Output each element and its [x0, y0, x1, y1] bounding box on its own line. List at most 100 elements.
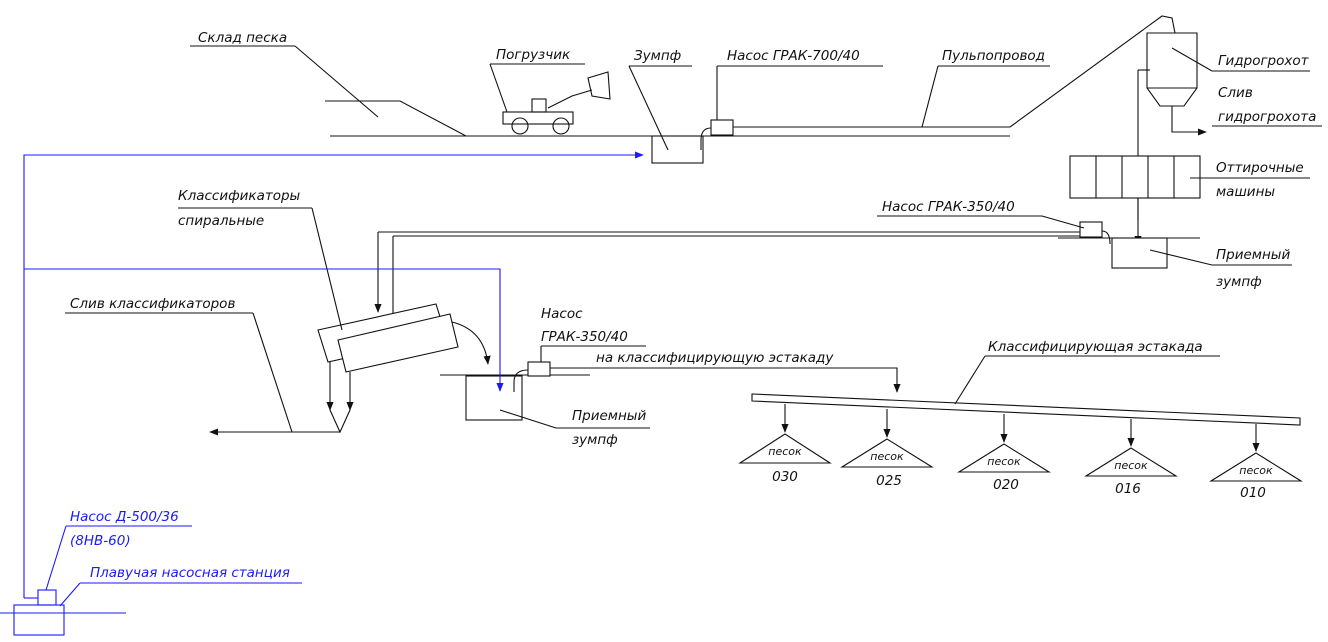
loader: Погрузчик	[489, 47, 611, 135]
leader-line	[294, 45, 379, 118]
pile-grade: 030	[772, 469, 798, 485]
pump-box	[710, 119, 734, 136]
classifying-trestle: Классифицирующая эстакада	[751, 339, 1301, 426]
leader-line	[45, 525, 67, 591]
pipe-riser	[1009, 15, 1176, 128]
pump-box	[1079, 221, 1103, 238]
label-nasos-mid-1: Насос	[541, 306, 583, 322]
classifier-2	[337, 313, 459, 373]
label-na-estakadu: на классифицирующую эстакаду	[596, 350, 834, 366]
label-nasos-mid-2: ГРАК-350/40	[541, 329, 628, 345]
slurry-pipeline: Пульпопровод	[733, 15, 1176, 128]
pile-word: песок	[768, 445, 802, 458]
pump-suction	[1101, 230, 1111, 245]
sand-pile: песок 010	[1209, 424, 1303, 501]
pump-box	[527, 361, 551, 377]
sump-box	[1111, 237, 1168, 269]
leader-line	[1041, 215, 1085, 229]
pile-word: песок	[987, 455, 1021, 468]
label-sliv-gidrogrohota-2: гидрогрохота	[1218, 109, 1316, 125]
pile-word: песок	[1239, 464, 1273, 477]
pump-suction	[700, 127, 712, 150]
label-zumpf-top: Зумпф	[634, 48, 681, 64]
label-sliv-klassifikatorov: Слив классификаторов	[70, 296, 235, 312]
pile-triangle	[840, 438, 934, 468]
sand-pile: песок 020	[957, 414, 1051, 493]
label-sklad-peska: Склад песка	[198, 30, 287, 46]
leader-line	[954, 355, 986, 405]
pile-grade: 025	[876, 473, 902, 489]
label-klassifikatory-1: Классификаторы	[178, 188, 301, 204]
pile-triangle	[957, 443, 1051, 473]
pump-grak-350-middle: Насос ГРАК-350/40 на классифицирующую эс…	[513, 306, 901, 393]
loader-arm	[547, 89, 593, 109]
label-plavuchaya: Плавучая насосная станция	[90, 565, 290, 581]
pile-word: песок	[870, 450, 904, 463]
loader-bucket	[587, 71, 611, 100]
floating-pump-station: Насос Д-500/36 (8НВ-60) Плавучая насосна…	[0, 509, 302, 636]
discharge-arrow	[451, 321, 491, 365]
label-priemny-zumpf-right-1: Приемный	[1216, 247, 1290, 263]
pile-triangle	[738, 433, 832, 464]
label-pogruzchik: Погрузчик	[496, 47, 571, 63]
trestle-chute	[751, 393, 1301, 426]
hydroscreen: Гидрогрохот Слив гидрогрохота	[1137, 32, 1322, 220]
sump-middle: Приемный зумпф	[440, 374, 650, 448]
label-gidrogrohot: Гидрогрохот	[1218, 53, 1310, 69]
label-ottirochnye-2: машины	[1216, 184, 1275, 200]
water-supply-lines	[23, 151, 644, 598]
sump-box	[465, 375, 523, 421]
label-ottirochnye-1: Оттирочные	[1216, 160, 1304, 176]
loader-wheel-rear	[552, 117, 570, 135]
leader-line	[1171, 47, 1213, 72]
leader-line	[252, 312, 293, 433]
pump-d500-box	[37, 589, 57, 606]
label-pulpoprovod: Пульпопровод	[942, 48, 1045, 64]
attrition-machines: Оттирочные машины	[1069, 155, 1310, 245]
loader-cab	[531, 98, 547, 113]
pump-grak-700: Насос ГРАК-700/40	[700, 48, 883, 150]
label-nasos-d500-2: (8НВ-60)	[70, 533, 131, 549]
label-priemny-zumpf-mid-1: Приемный	[572, 408, 646, 424]
overflow-arrow	[1171, 106, 1207, 136]
pile-triangle	[1084, 447, 1178, 477]
leader-line	[499, 409, 557, 429]
leader-line	[921, 65, 939, 128]
pipe-to-classifiers	[374, 231, 1080, 325]
water-line-to-top-sump	[23, 151, 644, 598]
sand-pile: песок 016	[1084, 419, 1178, 497]
sand-piles: песок 030 песок 025 песок 020 песок 016 …	[738, 404, 1303, 501]
label-priemny-zumpf-mid-2: зумпф	[572, 432, 618, 448]
sump-right: Приемный зумпф	[1058, 237, 1292, 290]
label-klassifikatory-2: спиральные	[178, 213, 264, 229]
label-estakada: Классифицирующая эстакада	[988, 339, 1203, 355]
pump-suction	[513, 369, 529, 392]
leader-line	[1149, 249, 1213, 266]
pile-triangle	[1209, 452, 1303, 482]
pile-grade: 016	[1115, 481, 1141, 497]
label-priemny-zumpf-right-2: зумпф	[1216, 274, 1262, 290]
label-nasos-grak-700: Насос ГРАК-700/40	[727, 48, 860, 64]
sand-pile: песок 030	[738, 404, 832, 485]
sand-pile: песок 025	[840, 409, 934, 489]
pile-grade: 010	[1240, 485, 1266, 501]
loader-wheel-front	[511, 117, 529, 135]
leader-line	[628, 65, 669, 151]
hydroscreen-body	[1146, 32, 1198, 107]
attrition-block	[1069, 155, 1201, 199]
label-nasos-grak-350-right: Насос ГРАК-350/40	[882, 199, 1015, 215]
pump-grak-350-right: Насос ГРАК-350/40	[877, 199, 1111, 245]
sump-top: Зумпф	[628, 48, 704, 164]
spiral-classifiers: Классификаторы спиральные Слив классифик…	[65, 188, 491, 436]
leader-line	[59, 582, 81, 607]
pile-grade: 020	[993, 477, 1019, 493]
pipe-to-trestle	[550, 367, 901, 393]
leader-line	[489, 63, 508, 113]
water-line-to-middle-sump	[24, 268, 504, 392]
pontoon	[13, 604, 65, 636]
sand-store: Склад песка	[190, 30, 1010, 137]
sump-box	[651, 135, 704, 164]
label-nasos-d500-1: Насос Д-500/36	[70, 509, 179, 525]
pile-word: песок	[1114, 459, 1148, 472]
